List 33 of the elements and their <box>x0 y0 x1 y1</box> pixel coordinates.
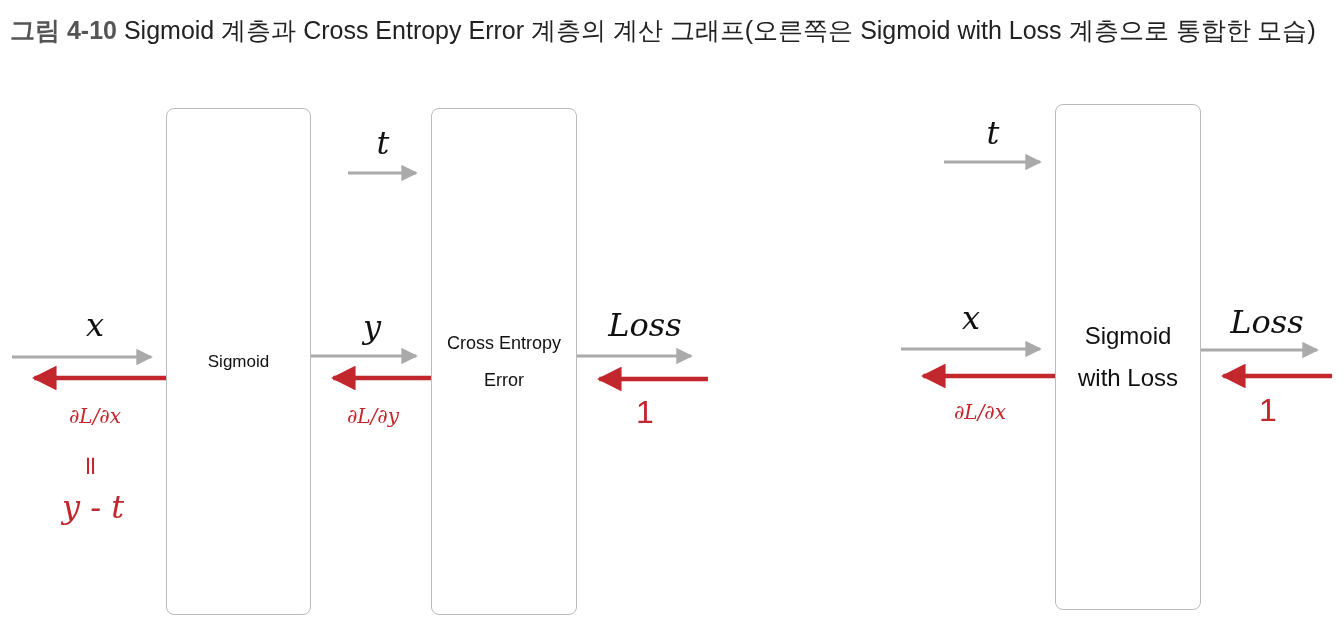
arrow <box>1201 341 1319 359</box>
edge-label: Loss <box>608 306 682 344</box>
arrow <box>31 365 166 391</box>
layer-name: Sigmoid with Loss <box>1076 321 1179 393</box>
edge-label: y <box>362 308 382 346</box>
edge-label: x <box>86 306 104 344</box>
arrow <box>944 153 1042 171</box>
arrow <box>12 348 153 366</box>
edge-label: Loss <box>1230 303 1304 341</box>
arrow <box>348 164 418 182</box>
arrow <box>920 363 1055 389</box>
equals-sign: = <box>76 455 106 477</box>
edge-label: 1 <box>636 393 654 431</box>
layer-name: Sigmoid <box>206 351 271 373</box>
layer-name: Cross Entropy Error <box>445 331 562 392</box>
edge-label: x <box>962 299 980 337</box>
edge-label: ∂L/∂x <box>69 404 121 428</box>
arrow <box>901 340 1042 358</box>
arrow <box>330 365 431 391</box>
arrow <box>596 366 708 392</box>
layer-box <box>431 108 577 615</box>
layer-box <box>1055 104 1201 610</box>
arrow <box>311 347 418 365</box>
edge-label: t <box>986 114 1000 152</box>
figure-title: 그림 4-10 Sigmoid 계층과 Cross Entropy Error 계층의 계산 그래프(오른쪽은 Sigmoid with Loss 계층으로 통합한 모습) <box>10 15 1317 46</box>
formula-text: y - t <box>61 488 125 526</box>
edge-label: t <box>376 124 390 162</box>
arrow <box>577 347 693 365</box>
layer-box <box>166 108 311 615</box>
edge-label: ∂L/∂x <box>954 400 1006 424</box>
arrow <box>1220 363 1332 389</box>
edge-label: ∂L/∂y <box>347 404 399 428</box>
edge-label: 1 <box>1259 391 1277 429</box>
